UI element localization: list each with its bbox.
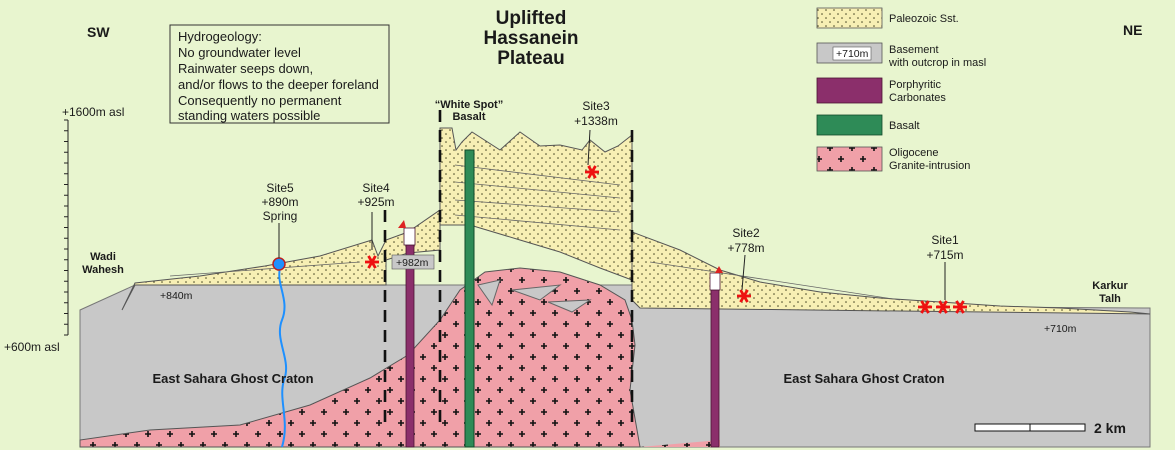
legend-label: Basalt [889,120,920,132]
groundwater-stream [278,267,288,448]
site-marker-icon [953,300,967,314]
hydrogeology-box [169,24,390,124]
carbonate-column-left [405,244,415,448]
craton-label-left: East Sahara Ghost Craton [152,371,313,386]
craton-label-right: East Sahara Ghost Craton [783,371,944,386]
wadi-wahesh-line-2: Wahesh [82,264,124,276]
tag-710-box [1040,320,1088,334]
granite-intrusion [79,267,641,448]
basalt-dike [464,149,475,448]
site3-name: Site3 [582,99,610,113]
hydrogeology-line: standing waters possible [178,108,320,123]
title-line-2: Hassanein [483,28,578,49]
well-cap-left [403,227,416,246]
bedding-lines [169,164,901,301]
elevation-scale [64,119,69,336]
well-flag-right [715,266,723,273]
legend-swatch-granite [816,146,883,172]
legend-label: Carbonates [889,92,946,104]
hydrogeology-line: No groundwater level [178,45,301,60]
hydrogeology-line: Hydrogeology: [178,29,262,44]
tag-982: +982m [396,257,429,269]
site-marker-icon [585,165,599,179]
hydrogeology-line: and/or flows to the deeper foreland [178,77,379,92]
tag-710: +710m [1044,323,1077,335]
legend-label: with outcrop in masl [888,57,986,69]
well-cap-right [709,272,721,291]
legend: Paleozoic Sst. +710m Basement with outcr… [816,7,986,172]
karkur-talh-line-2: Talh [1099,293,1121,305]
direction-ne: NE [1123,22,1142,38]
site4-elevation: +925m [357,195,394,209]
legend-basement-tag-box [832,46,872,61]
granite-foot-right [640,440,720,447]
fault-lines [383,110,634,430]
site-markers [365,165,967,314]
site-marker-icon [936,300,950,314]
site2-name: Site2 [732,226,760,240]
site-marker-icon [918,300,932,314]
spring-icon [272,257,286,271]
legend-swatch-carbonates [816,77,883,104]
scale-bar: 2 km [974,420,1126,436]
tag-840-box [155,288,205,302]
site1-elevation: +715m [926,248,963,262]
basement-inclusion-1 [477,279,501,307]
legend-swatch-paleozoic [816,7,883,29]
site4-name: Site4 [362,181,390,195]
elevation-top-label: +1600m asl [62,105,124,119]
direction-sw: SW [87,24,110,40]
site5-name: Site5 [266,181,294,195]
wadi-wahesh-line-1: Wadi [90,251,116,263]
basement-inclusion-3 [547,299,592,313]
tag-982-box [391,254,435,270]
site2-elevation: +778m [727,241,764,255]
basalt-label-line-1: “White Spot” [435,99,503,111]
site-marker-icon [737,289,751,303]
tag-840: +840m [160,290,193,302]
scale-bar-label: 2 km [1094,420,1126,436]
sandstone-plateau [439,127,633,281]
legend-label: Basement [889,44,939,56]
legend-label: Oligocene [889,147,939,159]
site5-spring: Spring [263,209,298,223]
site3-elevation: +1338m [574,114,618,128]
sandstone-right [631,231,1151,315]
site1-name: Site1 [931,233,959,247]
basement-inclusion-2 [511,284,562,301]
hydrogeology-line: Consequently no permanent [178,93,342,108]
legend-label: Porphyritic [889,79,941,91]
legend-label: Paleozoic Sst. [889,13,959,25]
title-line-1: Uplifted [496,8,567,29]
title-line-3: Plateau [497,48,565,69]
legend-label: Granite-intrusion [889,160,970,172]
karkur-talh-line-1: Karkur [1092,280,1128,292]
site5-elevation: +890m [261,195,298,209]
carbonate-column-right [710,289,720,448]
well-flag-left [398,220,406,228]
basalt-label-line-2: Basalt [452,111,485,123]
site-marker-icon [365,255,379,269]
hydrogeology-line: Rainwater seeps down, [178,61,313,76]
legend-basement-tag: +710m [836,48,869,60]
elevation-bottom-label: +600m asl [4,340,60,354]
leader-lines [278,129,946,300]
legend-swatch-basalt [816,114,883,136]
